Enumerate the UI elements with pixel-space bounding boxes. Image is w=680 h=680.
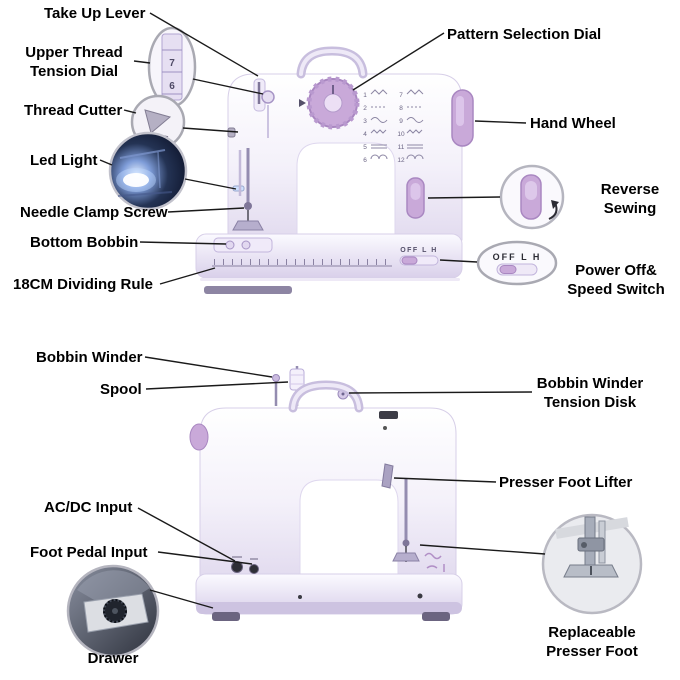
svg-text:10: 10 <box>397 131 405 138</box>
line-bobbin-winder-tension-disk <box>348 391 533 394</box>
label-power-speed-switch: Power Off& Speed Switch <box>567 262 665 299</box>
line-drawer <box>149 589 214 609</box>
line-ac-dc-input <box>137 507 236 562</box>
line-needle-clamp-screw <box>167 207 245 213</box>
sewing-arch <box>296 142 396 241</box>
label-take-up-lever: Take Up Lever <box>44 5 146 22</box>
stitch-pattern-chart: 1 7 2 8 3 9 4 10 5 11 6 12 <box>363 89 424 164</box>
line-thread-cutter <box>123 109 137 114</box>
bobbin-winder-part <box>272 374 280 382</box>
sewing-machine-back <box>189 366 463 621</box>
line-upper-thread-tension-dial <box>133 60 151 64</box>
thread-cutter-part <box>227 127 236 138</box>
label-bottom-bobbin: Bottom Bobbin <box>30 234 139 251</box>
led-glow-icon <box>123 173 149 187</box>
callout-drawer <box>66 564 160 658</box>
line-power-switch <box>439 259 478 263</box>
sewing-machine-front: 1 7 2 8 3 9 4 10 5 11 6 12 <box>195 46 474 294</box>
line-pattern-selection-dial <box>352 32 445 91</box>
svg-text:4: 4 <box>363 131 367 138</box>
svg-text:OFF L H: OFF L H <box>493 252 542 262</box>
line-led-light <box>99 159 113 166</box>
line-tension-callout-to-machine <box>192 78 264 95</box>
label-ac-dc-input: AC/DC Input <box>44 499 133 516</box>
label-hand-wheel: Hand Wheel <box>530 115 616 132</box>
svg-text:11: 11 <box>398 144 405 151</box>
label-presser-foot-lifter: Presser Foot Lifter <box>499 474 633 491</box>
sewing-arch-back <box>299 479 399 579</box>
line-hand-wheel <box>474 120 527 124</box>
label-pattern-selection-dial: Pattern Selection Dial <box>447 26 602 43</box>
label-bobbin-winder-tension-disk: Bobbin Winder Tension Disk <box>536 375 644 412</box>
power-switch-text: OFF L H <box>400 247 438 254</box>
label-replaceable-presser-foot: Replaceable Presser Foot <box>546 624 638 661</box>
base-foot-right <box>422 612 450 621</box>
svg-text:7: 7 <box>399 92 403 99</box>
replaceable-presser-foot-part <box>392 552 420 562</box>
svg-text:3: 3 <box>363 118 367 125</box>
svg-text:9: 9 <box>399 118 403 125</box>
label-foot-pedal-input: Foot Pedal Input <box>30 544 148 561</box>
line-bottom-bobbin <box>139 241 227 245</box>
rating-plate <box>379 411 398 419</box>
label-dividing-rule: 18CM Dividing Rule <box>13 276 154 293</box>
label-reverse-sewing: Reverse Sewing <box>600 181 660 218</box>
callout-led-light <box>108 131 188 211</box>
dial-side-knob <box>189 423 209 451</box>
presser-foot-part <box>232 220 264 231</box>
callout-reverse-button <box>499 164 565 230</box>
label-upper-thread-tension-dial: Upper Thread Tension Dial <box>25 44 123 81</box>
label-drawer: Drawer <box>87 650 139 667</box>
callout-presser-foot <box>541 513 643 615</box>
label-bobbin-winder: Bobbin Winder <box>36 349 143 366</box>
speed-switch-knob <box>401 256 418 265</box>
cutter-blade-icon <box>144 109 172 134</box>
needle-clamp-screw-part <box>244 202 252 210</box>
svg-text:5: 5 <box>363 144 367 151</box>
foot-pedal-input-jack <box>249 564 259 574</box>
label-needle-clamp-screw: Needle Clamp Screw <box>20 204 168 221</box>
line-dividing-rule <box>159 267 216 285</box>
upper-thread-tension-dial-part <box>261 90 275 104</box>
line-take-up-lever <box>149 12 259 77</box>
svg-text:2: 2 <box>363 105 367 112</box>
svg-text:12: 12 <box>397 157 405 164</box>
line-presser-foot-lifter <box>393 477 497 483</box>
svg-text:6: 6 <box>169 81 175 92</box>
base-foot-left <box>212 612 240 621</box>
svg-text:6: 6 <box>363 157 367 164</box>
leader-lines <box>99 12 546 609</box>
svg-text:8: 8 <box>399 105 403 112</box>
line-spool <box>145 381 289 390</box>
label-spool: Spool <box>100 381 142 398</box>
base-foot-bar <box>204 286 292 294</box>
line-bobbin-winder <box>144 356 273 378</box>
callout-tension-dial: 7 6 <box>147 26 197 108</box>
line-cutter-callout-to-machine <box>182 127 239 133</box>
line-led-callout-to-machine <box>184 178 237 190</box>
line-foot-pedal-input <box>157 551 253 565</box>
label-thread-cutter: Thread Cutter <box>24 102 123 119</box>
presser-foot-lifter-part <box>381 463 394 489</box>
label-led-light: Led Light <box>30 152 98 169</box>
svg-text:1: 1 <box>363 92 367 99</box>
svg-text:7: 7 <box>169 58 175 69</box>
callout-power-switch: OFF L H <box>476 240 558 286</box>
line-replaceable-presser-foot <box>419 544 546 555</box>
line-reverse-sewing <box>427 196 501 199</box>
dial-pointer-icon <box>299 99 306 107</box>
